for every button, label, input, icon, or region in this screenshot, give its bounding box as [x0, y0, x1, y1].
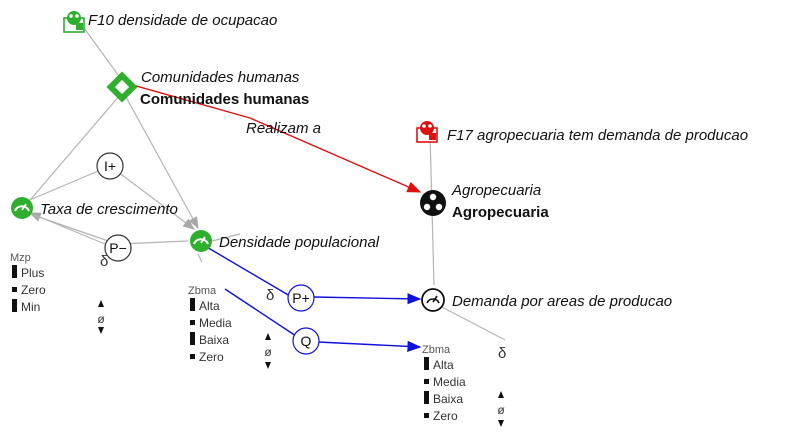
qs-value: Zero [199, 350, 224, 364]
proportionality-p-plus[interactable]: P+ [287, 284, 315, 312]
delta-symbol-densidade: δ [266, 287, 274, 304]
quantity-space-zbma-densidade: Zbma Alta Media Baixa Zero [188, 285, 232, 364]
delta-symbol-taxa: δ [100, 253, 108, 270]
qs-value: Alta [433, 358, 454, 372]
scenario-icon-f17[interactable] [416, 121, 438, 143]
interval-marker [12, 299, 17, 312]
svg-text:P+: P+ [292, 290, 310, 306]
interval-marker [190, 332, 195, 345]
influence-i-plus[interactable]: I+ [96, 152, 124, 180]
derivative-indicator-densidade: ø [264, 333, 272, 369]
qs-value: Plus [21, 266, 44, 280]
blue-links [204, 245, 422, 352]
qs-value: Media [199, 316, 232, 330]
qs-value: Baixa [433, 392, 463, 406]
qs-value: Alta [199, 299, 220, 313]
relation-arrow [121, 81, 422, 193]
svg-text:ø: ø [264, 345, 272, 359]
point-marker [190, 354, 195, 359]
agropecuaria-italic-label: Agropecuaria [451, 182, 541, 199]
interval-marker [424, 357, 429, 370]
point-marker [12, 287, 17, 292]
interval-marker [424, 391, 429, 404]
entity-icon-agropecuaria[interactable] [420, 190, 446, 216]
densidade-label: Densidade populacional [219, 234, 380, 251]
interval-marker [12, 265, 17, 278]
quantity-space-zbma-demanda: Zbma Alta Media Baixa Zero [422, 344, 466, 423]
svg-text:Zbma: Zbma [188, 285, 217, 297]
proportionality-p-minus[interactable]: P− [104, 234, 132, 262]
agropecuaria-bold-label: Agropecuaria [452, 204, 549, 221]
delta-symbol-demanda: δ [498, 345, 506, 362]
svg-text:Mzp: Mzp [10, 252, 31, 264]
svg-text:I+: I+ [104, 158, 116, 174]
demanda-label: Demanda por areas de producao [452, 293, 672, 310]
derivative-indicator-demanda: ø [497, 391, 505, 427]
point-marker [190, 320, 195, 325]
scenario-icon-f10[interactable] [63, 11, 85, 33]
comunidades-italic-label: Comunidades humanas [141, 69, 300, 86]
svg-text:ø: ø [97, 312, 105, 326]
svg-text:P−: P− [109, 240, 127, 256]
f17-label: F17 agropecuaria tem demanda de producao [447, 127, 748, 144]
quantity-icon-densidade[interactable] [190, 230, 212, 252]
qs-value: Zero [21, 283, 46, 297]
relation-label: Realizam a [246, 120, 321, 137]
svg-text:ø: ø [497, 403, 505, 417]
svg-text:Zbma: Zbma [422, 344, 451, 356]
derivative-indicator-taxa: ø [97, 300, 105, 334]
qs-value: Media [433, 375, 466, 389]
qs-value: Zero [433, 409, 458, 423]
taxa-label: Taxa de crescimento [40, 201, 178, 218]
comunidades-bold-label: Comunidades humanas [140, 91, 309, 108]
qs-value: Min [21, 300, 40, 314]
svg-text:Q: Q [301, 333, 312, 349]
interval-marker [190, 298, 195, 311]
quantity-space-mzp: Mzp Plus Zero Min [10, 252, 46, 314]
quantity-icon-taxa[interactable] [11, 197, 33, 219]
quantity-icon-demanda[interactable] [421, 288, 445, 312]
correspondence-q[interactable]: Q [292, 327, 320, 355]
qs-value: Baixa [199, 333, 229, 347]
point-marker [424, 413, 429, 418]
entity-icon-comunidades[interactable] [106, 71, 138, 103]
point-marker [424, 379, 429, 384]
f10-label: F10 densidade de ocupacao [88, 12, 277, 29]
